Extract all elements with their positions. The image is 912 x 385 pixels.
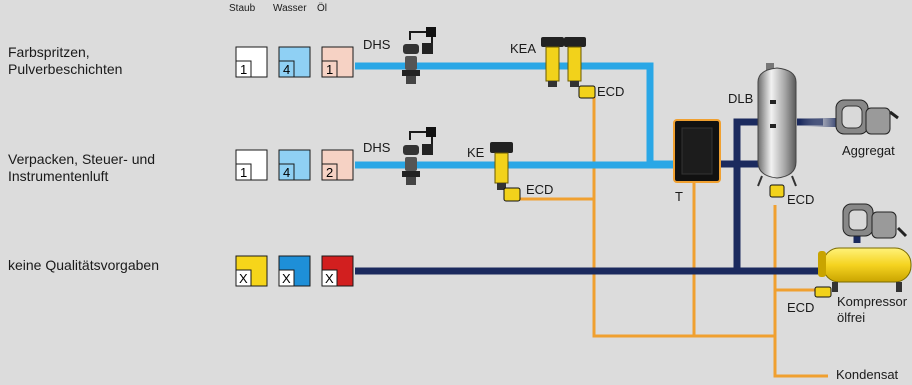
dryer-t — [673, 119, 721, 183]
header-wasser: Wasser — [273, 3, 307, 14]
class-value: 1 — [240, 165, 247, 180]
application-3: keine Qualitätsvorgaben — [8, 257, 159, 273]
label-ecd-ke: ECD — [526, 182, 554, 197]
label-ecd-kea: ECD — [597, 84, 625, 99]
light-pipe-line1 — [355, 62, 674, 168]
compressor-unit — [814, 203, 912, 298]
ke-filter — [490, 142, 521, 202]
dhs-unit-1 — [402, 27, 436, 84]
label-aggregat: Aggregat — [842, 143, 895, 158]
application-1: Farbspritzen, Pulverbeschichten — [8, 44, 123, 77]
label-ke: KE — [467, 145, 485, 160]
treated-air-lines — [355, 62, 674, 169]
label-kea: KEA — [510, 41, 537, 56]
class-value: X — [282, 271, 291, 286]
condensate-line-outlet — [773, 290, 828, 378]
class-value: 4 — [283, 62, 290, 77]
class-value: 1 — [240, 62, 247, 77]
class-value: 1 — [326, 62, 333, 77]
header-staub: Staub — [229, 3, 256, 14]
class-value: X — [239, 271, 248, 286]
class-value: 2 — [326, 165, 333, 180]
label-t: T — [675, 189, 683, 204]
label-kondensat: Kondensat — [836, 367, 899, 382]
class-value: X — [325, 271, 334, 286]
label-dhs-2: DHS — [363, 140, 391, 155]
label-ecd-dlb: ECD — [787, 192, 815, 207]
header-oel: Öl — [317, 3, 327, 14]
dark-pipe-dlb-in — [733, 118, 762, 271]
application-2: Verpacken, Steuer- und Instrumentenluft — [8, 151, 156, 184]
aggregat-air-flow — [800, 118, 840, 127]
class-boxes: 1 4 1 1 4 2 X X X — [235, 46, 354, 287]
class-value: 4 — [283, 165, 290, 180]
aggregat-unit — [835, 99, 899, 135]
dhs-unit-2 — [402, 127, 436, 185]
kea-filters — [541, 37, 596, 99]
label-dhs-1: DHS — [363, 37, 391, 52]
dlb-tank — [757, 63, 797, 198]
label-dlb: DLB — [728, 91, 754, 106]
label-kompressor: Kompressor ölfrei — [837, 294, 908, 325]
label-ecd-compressor: ECD — [787, 300, 815, 315]
